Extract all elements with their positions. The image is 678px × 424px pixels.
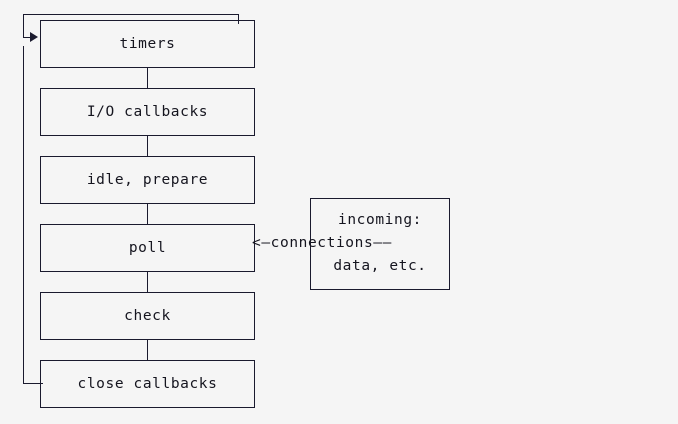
loop-path-top-right-stub — [238, 14, 239, 24]
loop-path-left-rail — [23, 46, 24, 383]
connections-arrow-label: <—connections—— — [252, 235, 392, 251]
connector-idle-to-poll — [147, 204, 148, 224]
phase-label-io-callbacks: I/O callbacks — [86, 104, 209, 120]
loop-arrow-head-icon — [30, 32, 38, 42]
loop-path-top — [23, 14, 238, 15]
phase-label-idle-prepare: idle, prepare — [86, 172, 209, 188]
phase-label-check: check — [124, 308, 171, 324]
connector-timers-to-io — [147, 68, 148, 88]
loop-path-top-left-stub — [23, 14, 24, 37]
incoming-connections-box — [310, 198, 450, 290]
phase-label-timers: timers — [119, 36, 176, 52]
phase-label-poll: poll — [128, 240, 167, 256]
connector-check-to-close — [147, 340, 148, 360]
phase-box-close-callbacks[interactable] — [40, 360, 255, 408]
loop-path-arrow-stem — [23, 37, 34, 38]
phase-box-timers[interactable] — [40, 20, 255, 68]
incoming-label-line1: incoming: — [338, 212, 422, 228]
phase-box-poll[interactable] — [40, 224, 255, 272]
phase-box-check[interactable] — [40, 292, 255, 340]
phase-box-io-callbacks[interactable] — [40, 88, 255, 136]
connector-poll-to-check — [147, 272, 148, 292]
phase-box-idle-prepare[interactable] — [40, 156, 255, 204]
loop-path-bottom — [23, 383, 43, 384]
phase-label-close-callbacks: close callbacks — [77, 376, 218, 392]
connector-io-to-idle — [147, 136, 148, 156]
incoming-label-line2: data, etc. — [333, 258, 427, 274]
